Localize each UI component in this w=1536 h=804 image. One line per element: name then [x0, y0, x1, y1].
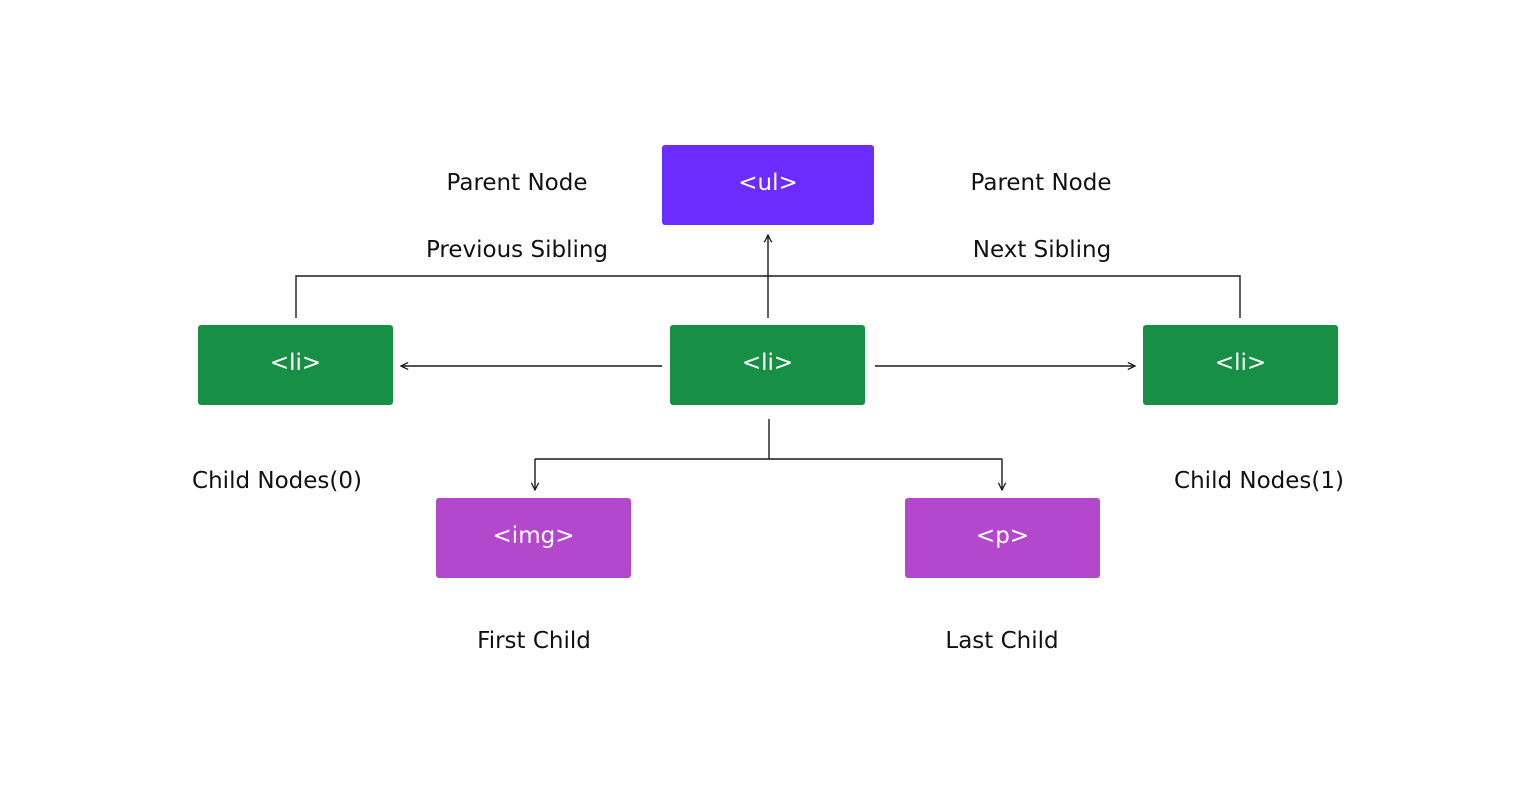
last-child-label: Last Child	[945, 628, 1059, 654]
ul-node-label: <ul>	[738, 169, 798, 196]
child-nodes-0-label: Child Nodes(0)	[192, 468, 362, 494]
child-nodes-1-label: Child Nodes(1)	[1174, 468, 1344, 494]
img-node: <img>	[436, 498, 631, 578]
img-node-label: <img>	[492, 522, 575, 549]
next-sibling-label: Next Sibling	[972, 237, 1112, 263]
p-node: <p>	[905, 498, 1100, 578]
p-node-label: <p>	[975, 522, 1030, 549]
li-node-right-label: <li>	[1214, 349, 1267, 376]
parent-node-label-right: Parent Node	[970, 170, 1112, 196]
li-node-center: <li>	[670, 325, 865, 405]
li-node-right: <li>	[1143, 325, 1338, 405]
li-node-center-label: <li>	[741, 349, 794, 376]
li-node-left-label: <li>	[269, 349, 322, 376]
previous-sibling-label: Previous Sibling	[425, 237, 609, 263]
ul-node: <ul>	[662, 145, 874, 225]
first-child-label: First Child	[477, 628, 591, 654]
parent-node-label-left: Parent Node	[446, 170, 588, 196]
li-node-left: <li>	[198, 325, 393, 405]
